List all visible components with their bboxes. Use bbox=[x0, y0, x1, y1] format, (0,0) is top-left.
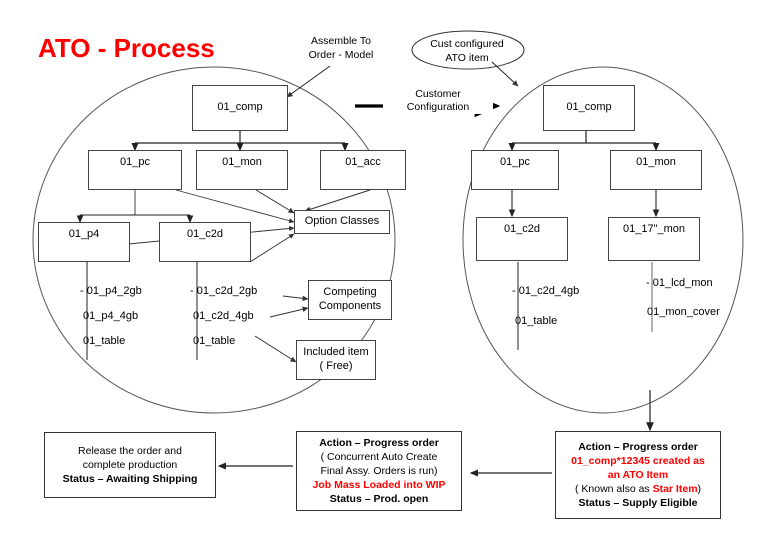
node-left-01-mon[interactable]: 01_mon bbox=[196, 150, 288, 190]
status-box-progress-wip[interactable]: Action – Progress order ( Concurrent Aut… bbox=[296, 431, 462, 511]
leaf-right-01-c2d-4gb: - 01_c2d_4gb bbox=[512, 285, 580, 297]
ato-status: Status – Supply Eligible bbox=[578, 497, 698, 510]
status-box-progress-ato[interactable]: Action – Progress order 01_comp*12345 cr… bbox=[555, 431, 721, 519]
ato-item-created-2: an ATO Item bbox=[607, 468, 669, 481]
competing-line1: Competing bbox=[323, 286, 377, 299]
release-status: Status – Awaiting Shipping bbox=[62, 473, 198, 486]
wip-action: Action – Progress order bbox=[319, 436, 439, 449]
callout-assemble-line1: Assemble To bbox=[311, 35, 371, 47]
callout-cust-configured: Cust configured ATO item bbox=[414, 38, 520, 65]
competing-components-text: Competing Components bbox=[319, 286, 381, 314]
included-item-text: Included item ( Free) bbox=[303, 346, 368, 374]
callout-assemble-to-order: Assemble To Order - Model bbox=[291, 35, 391, 62]
node-left-root-01-comp[interactable]: 01_comp bbox=[192, 85, 288, 131]
included-line2: ( Free) bbox=[319, 360, 353, 372]
node-left-01-acc[interactable]: 01_acc bbox=[320, 150, 406, 190]
callout-cust-line1: Cust configured bbox=[430, 38, 504, 50]
release-line1: Release the order and bbox=[78, 444, 182, 457]
ato-known-suffix: ) bbox=[697, 483, 702, 496]
node-right-01-pc[interactable]: 01_pc bbox=[471, 150, 559, 190]
edge-label-line1: Customer bbox=[415, 88, 461, 100]
callout-cust-line2: ATO item bbox=[445, 51, 489, 64]
leaf-right-01-mon-cover: 01_mon_cover bbox=[647, 306, 720, 318]
leaf-01-c2d-4gb: 01_c2d_4gb bbox=[193, 310, 254, 322]
page-title: ATO - Process bbox=[38, 33, 215, 63]
callout-assemble-line2: Order - Model bbox=[308, 48, 374, 61]
edge-label-line2: Configuration bbox=[406, 101, 470, 114]
node-right-01-mon[interactable]: 01_mon bbox=[610, 150, 702, 190]
leaf-01-c2d-2gb: - 01_c2d_2gb bbox=[190, 285, 258, 297]
ato-action: Action – Progress order bbox=[578, 440, 698, 453]
left-model-ellipse bbox=[32, 66, 396, 414]
node-left-01-c2d[interactable]: 01_c2d bbox=[159, 222, 251, 262]
ato-known-prefix: ( Known also as bbox=[574, 483, 653, 496]
ato-star-item: Star Item bbox=[652, 483, 698, 496]
wip-line2: ( Concurrent Auto Create bbox=[320, 450, 438, 463]
node-left-01-p4[interactable]: 01_p4 bbox=[38, 222, 130, 262]
wip-status: Status – Prod. open bbox=[329, 493, 429, 506]
included-line1: Included item bbox=[303, 346, 369, 359]
right-model-ellipse bbox=[462, 66, 744, 414]
release-line2: complete production bbox=[82, 458, 178, 471]
node-option-classes[interactable]: Option Classes bbox=[294, 210, 390, 234]
node-right-01-17-mon[interactable]: 01_17"_mon bbox=[608, 217, 700, 261]
edge-label-customer-configuration: Customer Configuration bbox=[383, 88, 493, 115]
ato-known-as: ( Known also as Star Item) bbox=[575, 482, 701, 496]
status-box-release-order[interactable]: Release the order and complete productio… bbox=[44, 432, 216, 498]
leaf-right-01-table: 01_table bbox=[515, 315, 558, 327]
cust-configured-ellipse bbox=[411, 30, 525, 70]
leaf-01-p4-table: 01_table bbox=[83, 335, 126, 347]
node-right-root-01-comp[interactable]: 01_comp bbox=[543, 85, 635, 131]
node-competing-components[interactable]: Competing Components bbox=[308, 280, 392, 320]
wip-job-mass: Job Mass Loaded into WIP bbox=[312, 479, 446, 492]
ato-item-created: 01_comp*12345 created as bbox=[571, 454, 705, 467]
node-right-01-c2d[interactable]: 01_c2d bbox=[476, 217, 568, 261]
node-left-01-pc[interactable]: 01_pc bbox=[88, 150, 182, 190]
leaf-right-01-lcd-mon: - 01_lcd_mon bbox=[646, 277, 713, 289]
competing-line2: Components bbox=[318, 300, 382, 312]
node-included-item[interactable]: Included item ( Free) bbox=[296, 340, 376, 380]
wip-line3: Final Assy. Orders is run) bbox=[320, 464, 438, 477]
leaf-01-p4-4gb: 01_p4_4gb bbox=[83, 310, 139, 322]
leaf-01-p4-2gb: - 01_p4_2gb bbox=[80, 285, 142, 297]
leaf-01-c2d-table: 01_table bbox=[193, 335, 236, 347]
